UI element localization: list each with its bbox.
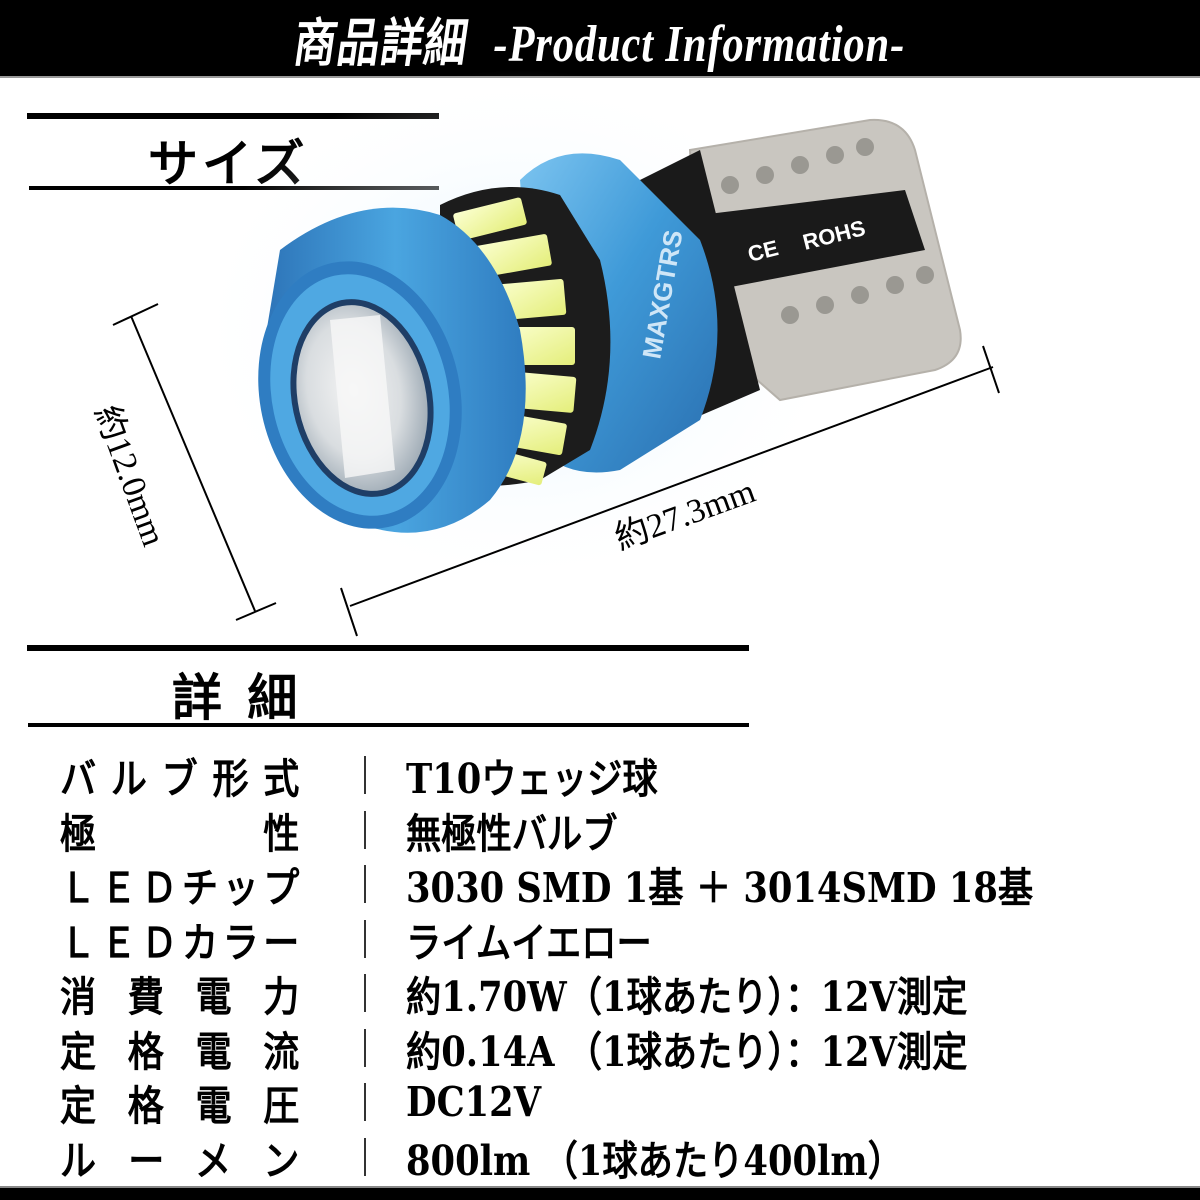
details-section-title: 詳 細 xyxy=(172,668,302,727)
pcb-base: CE ROHS xyxy=(640,118,962,420)
spec-separator xyxy=(364,865,366,904)
spec-label: バルブ形式 xyxy=(60,755,300,804)
spec-row-lumen: ルーメン 800lm （1球あたり400lm） xyxy=(60,1130,1200,1185)
spec-value: T10ウェッジ球 xyxy=(406,755,658,804)
footer-bar xyxy=(0,1186,1200,1200)
svg-text:CE: CE xyxy=(745,235,781,267)
bulb-image: CE ROHS MAXGTRS xyxy=(112,70,1000,637)
spec-row-led-chip: ＬＥＤチップ 3030 SMD 1基 ＋ 3014SMD 18基 xyxy=(60,857,1200,912)
spec-value: 約0.14A （1球あたり）：12V測定 xyxy=(406,1027,968,1076)
spec-separator xyxy=(364,974,366,1013)
spec-separator xyxy=(364,919,366,958)
spec-row-led-color: ＬＥＤカラー ライムイエロー xyxy=(60,912,1200,967)
header-banner: 商品詳細 -Product Information- xyxy=(0,0,1200,78)
spec-row-bulb-type: バルブ形式 T10ウェッジ球 xyxy=(60,748,1200,803)
spec-separator xyxy=(364,1028,366,1067)
spec-value: DC12V xyxy=(406,1078,542,1127)
spec-separator xyxy=(364,1137,366,1176)
spec-label: 極性 xyxy=(60,809,300,858)
lens xyxy=(296,305,428,491)
spec-label: ルーメン xyxy=(60,1136,300,1185)
spec-table: バルブ形式 T10ウェッジ球 極性 無極性バルブ ＬＥＤチップ 3030 SMD… xyxy=(60,748,1200,1185)
svg-text:ROHS: ROHS xyxy=(800,215,868,255)
spec-value: 約1.70W（1球あたり）：12V測定 xyxy=(406,973,968,1022)
details-title-rule-top xyxy=(27,645,749,651)
banner-title-jp: 商品詳細 xyxy=(289,15,473,73)
spec-label: 定格電流 xyxy=(60,1027,300,1076)
spec-label: ＬＥＤカラー xyxy=(60,918,300,967)
spec-separator xyxy=(364,1083,366,1122)
brand-marking: MAXGTRS xyxy=(636,228,688,361)
spec-label: ＬＥＤチップ xyxy=(60,864,300,913)
banner-title-en: -Product Information- xyxy=(493,15,906,73)
led-chips xyxy=(440,187,611,486)
spec-row-current: 定格電流 約0.14A （1球あたり）：12V測定 xyxy=(60,1021,1200,1076)
spec-row-voltage: 定格電圧 DC12V xyxy=(60,1075,1200,1130)
spec-separator xyxy=(364,810,366,849)
banner-title: 商品詳細 -Product Information- xyxy=(290,1,906,76)
spec-value: ライムイエロー xyxy=(406,918,652,967)
diameter-label: 約12.0mm xyxy=(87,400,172,551)
spec-row-power: 消費電力 約1.70W（1球あたり）：12V測定 xyxy=(60,966,1200,1021)
spec-value: 無極性バルブ xyxy=(406,809,618,858)
spec-label: 消費電力 xyxy=(60,973,300,1022)
details-title-rule-bottom xyxy=(28,723,749,727)
size-title-rule-top xyxy=(27,113,439,119)
led-bulb-illustration: CE ROHS MAXGTRS xyxy=(112,70,1000,637)
spec-label: 定格電圧 xyxy=(60,1082,300,1131)
spec-separator xyxy=(364,756,366,795)
spec-value: 3030 SMD 1基 ＋ 3014SMD 18基 xyxy=(406,864,1034,913)
size-title-rule-bottom xyxy=(29,186,439,190)
spec-row-polarity: 極性 無極性バルブ xyxy=(60,803,1200,858)
spec-value: 800lm （1球あたり400lm） xyxy=(406,1136,903,1185)
length-label: 約27.3mm xyxy=(610,472,761,558)
